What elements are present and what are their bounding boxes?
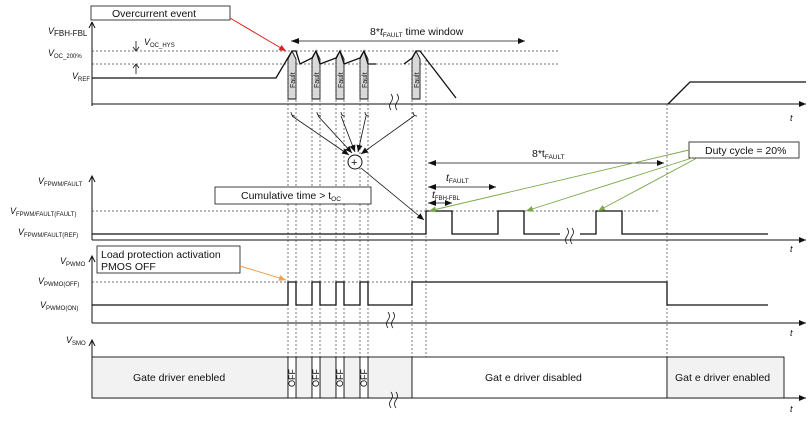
- label-v-fpwm-fault-ref: VFPWM/FAULT(REF): [18, 227, 78, 239]
- break-mark-4: [389, 391, 398, 409]
- cumulative-time-box: [214, 186, 372, 205]
- svg-text:OFF: OFF: [311, 369, 321, 387]
- fault-pulses: [287, 49, 421, 100]
- label-v-pwmo-off: VPWMO(OFF): [38, 276, 79, 288]
- label-v-ref: VREF: [72, 71, 90, 83]
- hys-arrow-bottom: [132, 63, 140, 74]
- break-mark-3: [386, 311, 395, 329]
- vfbh-signal: [92, 49, 806, 105]
- svg-text:+: +: [351, 157, 357, 169]
- off-slot-2: [311, 356, 321, 399]
- load-protection-arrow: [239, 265, 287, 281]
- label-v-smo: VSMO: [66, 335, 86, 347]
- panel-vfbh-fbl: t VFBH-FBL VOC_200% VREF VOC_HYS Fault F…: [48, 5, 806, 123]
- svg-text:Fault: Fault: [290, 72, 297, 88]
- load-protection-line2: PMOS OFF: [101, 261, 156, 273]
- off-slot-4: [359, 356, 369, 399]
- t-axis-label-3: t: [790, 328, 793, 338]
- svg-text:OFF: OFF: [359, 369, 369, 387]
- load-protection-box: [96, 245, 241, 274]
- guide-lines: [287, 60, 668, 396]
- y-axis-vpwmo: [88, 254, 96, 323]
- label-v-pwmo: VPWMO: [60, 256, 86, 268]
- break-mark-1: [389, 93, 399, 111]
- overcurrent-event-box: [90, 5, 231, 21]
- label-v-pwmo-on: VPWMO(ON): [40, 300, 78, 312]
- panel-vfpwm-fault: t VFPWM/FAULT VFPWM/FAULT(FAULT) VFPWM/F…: [10, 141, 806, 254]
- fault-labels: Fault Fault Fault Fault Fault: [290, 72, 421, 88]
- vpwmo-signal: [92, 281, 768, 306]
- label-tfbh-fbl: tFBH-FBL: [432, 189, 461, 202]
- svg-text:Fault: Fault: [314, 72, 321, 88]
- label-v-fpwm-fault-fault: VFPWM/FAULT(FAULT): [10, 206, 76, 218]
- svg-text:OFF: OFF: [335, 369, 345, 387]
- vfpwm-signal: [92, 210, 768, 235]
- y-axis-vfbh-arrow: [88, 21, 96, 29]
- off-labels: OFF OFF OFF OFF: [287, 369, 369, 387]
- summing-node: +: [290, 111, 425, 221]
- duty-cycle-arrows: [428, 149, 698, 213]
- t-axis-label-1: t: [790, 113, 793, 123]
- t-axis-label-2: t: [790, 244, 793, 254]
- panel-vsmo: t VSMO OFF OFF OFF OFF Gate driver enebl…: [66, 335, 806, 414]
- label-v-fpwm-fault: VFPWM/FAULT: [38, 176, 83, 188]
- panel-vpwmo: t VPWMO VPWMO(OFF) VPWMO(ON) Load protec…: [38, 245, 806, 338]
- off-slot-3: [335, 356, 345, 399]
- label-8tfault: 8*tFAULT: [532, 148, 565, 161]
- hys-arrow-top: [132, 41, 140, 52]
- label-v-oc-200: VOC_200%: [48, 48, 82, 60]
- gate-disabled-label: Gat e driver disabled: [485, 372, 582, 384]
- duty-cycle-label: Duty cycle = 20%: [705, 145, 786, 157]
- gate-enabled-right-label: Gat e driver enabled: [675, 372, 770, 384]
- label-v-oc-hys: VOC_HYS: [144, 37, 175, 49]
- overcurrent-event-label: Overcurrent event: [112, 8, 196, 20]
- y-axis-vfpwm: [88, 174, 96, 240]
- cumulative-time-label: Cumulative time > tOC: [241, 190, 341, 203]
- svg-text:Fault: Fault: [362, 72, 369, 88]
- t-axis-label-4: t: [790, 404, 793, 414]
- svg-text:Fault: Fault: [414, 72, 421, 88]
- overcurrent-arrow: [229, 17, 287, 52]
- gate-enabled-left-label: Gate driver enebled: [133, 372, 225, 384]
- label-v-fbh-fbl: VFBH-FBL: [48, 26, 88, 38]
- svg-text:OFF: OFF: [287, 369, 297, 387]
- off-slot-1: [287, 356, 297, 399]
- break-mark-2: [565, 227, 574, 245]
- gate-enabled-right: [666, 356, 785, 399]
- time-window-label: 8*tFAULT time window: [370, 26, 464, 39]
- svg-text:Fault: Fault: [338, 72, 345, 88]
- load-protection-line1: Load protection activation: [101, 249, 221, 261]
- label-tfault: tFAULT: [446, 172, 469, 185]
